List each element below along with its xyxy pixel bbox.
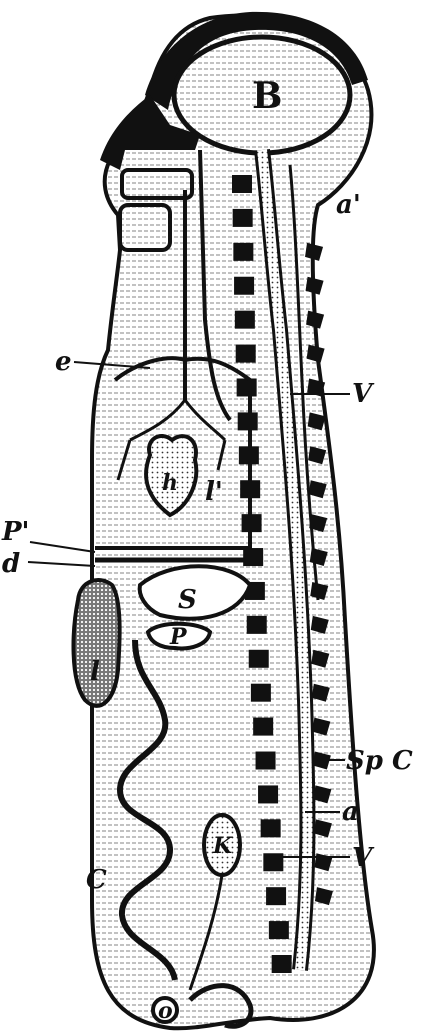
body-outline bbox=[92, 16, 374, 1029]
vertebra-body bbox=[236, 345, 256, 363]
leader-P-prime bbox=[30, 542, 95, 552]
label-V-lower: V bbox=[352, 843, 375, 873]
label-heart: h bbox=[162, 470, 178, 496]
label-lung: l' bbox=[205, 477, 223, 507]
label-V-upper: V bbox=[352, 379, 375, 409]
vertebra-body bbox=[238, 412, 258, 430]
label-a-prime: a' bbox=[336, 190, 361, 220]
vertebra-body bbox=[233, 209, 253, 227]
label-spc: Sp C bbox=[346, 746, 413, 776]
label-e: e bbox=[55, 347, 72, 377]
label-c: C bbox=[86, 865, 107, 895]
label-stomach: S bbox=[178, 585, 197, 615]
label-kidney: K bbox=[212, 833, 233, 859]
vertebra-body bbox=[263, 853, 283, 871]
vertebra-body bbox=[234, 277, 254, 295]
liver bbox=[74, 580, 120, 706]
vertebra-body bbox=[261, 819, 281, 837]
vertebra-body bbox=[253, 718, 273, 736]
vertebra-body bbox=[235, 311, 255, 329]
label-brain: B bbox=[252, 75, 282, 117]
leader-d bbox=[28, 562, 95, 566]
vertebra-body bbox=[249, 650, 269, 668]
lower-jaw-block bbox=[120, 205, 170, 250]
vertebra-body bbox=[269, 921, 289, 939]
vertebra-body bbox=[266, 887, 286, 905]
label-d: d bbox=[2, 549, 20, 579]
vertebra-body bbox=[237, 378, 257, 396]
vertebra-body bbox=[232, 175, 252, 193]
label-pancreas: P bbox=[169, 624, 188, 650]
label-liver: l bbox=[90, 657, 100, 687]
vertebra-body bbox=[233, 243, 253, 261]
vertebra-body bbox=[258, 785, 278, 803]
vertebra-body bbox=[247, 616, 267, 634]
vertebra-body bbox=[243, 548, 263, 566]
label-o: o bbox=[158, 998, 173, 1024]
label-a: a bbox=[342, 797, 359, 827]
label-P-prime: P' bbox=[1, 517, 30, 547]
jaw-block bbox=[122, 170, 192, 198]
vertebra-body bbox=[272, 955, 292, 973]
vertebra-body bbox=[251, 684, 271, 702]
vertebra-body bbox=[256, 752, 276, 770]
